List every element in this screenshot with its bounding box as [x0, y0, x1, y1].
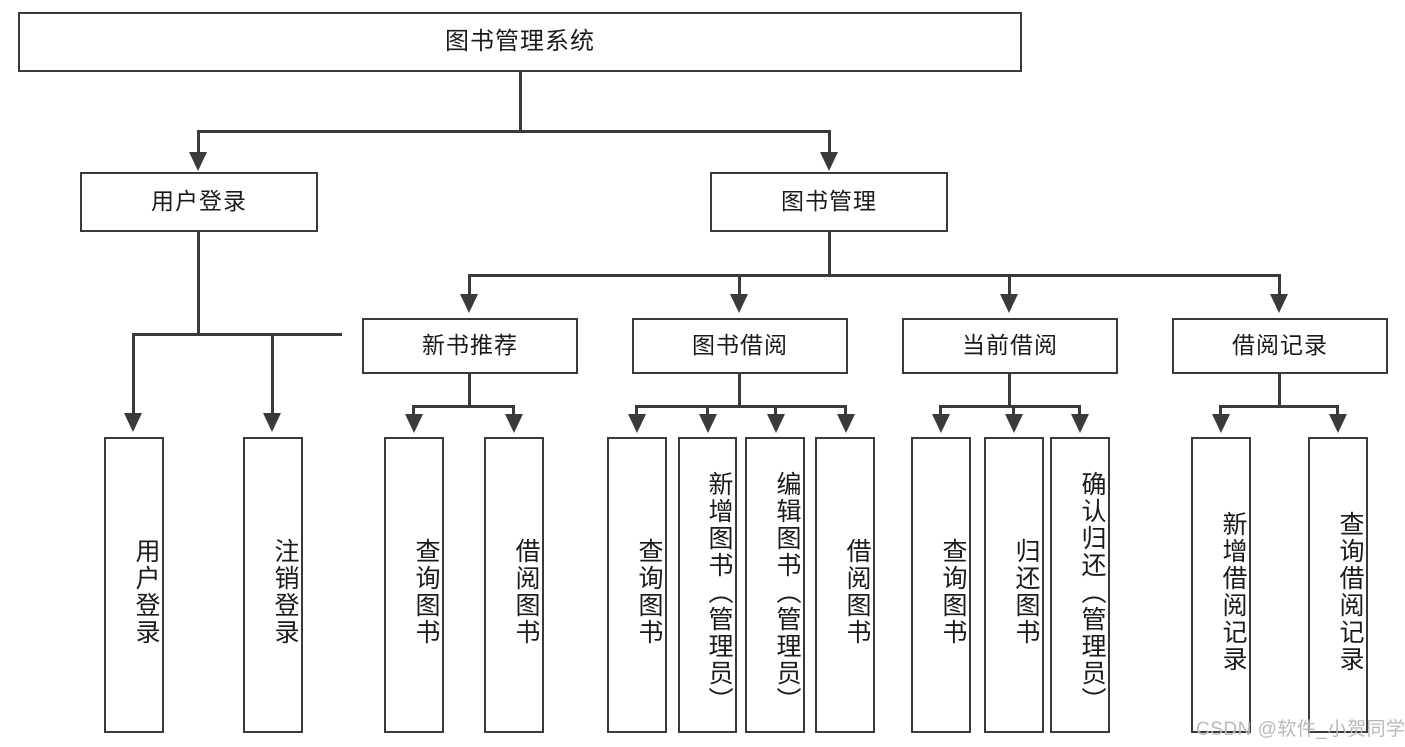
arrow-borrow-leaf-3	[767, 414, 785, 433]
node-leaf-query-book-borrow[interactable]: 查询图书	[607, 437, 667, 733]
node-book-borrow[interactable]: 图书借阅	[632, 318, 848, 374]
node-new-book-recommend[interactable]: 新书推荐	[362, 318, 578, 374]
edge-book-mgmt-drop-4	[1278, 274, 1281, 296]
edge-newbook-bus	[412, 405, 514, 408]
node-user-login[interactable]: 用户登录	[80, 172, 318, 232]
node-leaf-borrow-book-newbook[interactable]: 借阅图书	[484, 437, 544, 733]
arrow-book-mgmt-to-newbook	[460, 294, 478, 313]
arrow-book-mgmt-to-records	[1270, 294, 1288, 313]
node-label: 确认归还（管理员）	[1078, 470, 1106, 714]
edge-newbook-stem	[468, 374, 471, 407]
node-label: 新书推荐	[422, 332, 518, 359]
node-leaf-return-book[interactable]: 归还图书	[984, 437, 1044, 733]
arrow-borrow-leaf-4	[837, 414, 855, 433]
node-root-system[interactable]: 图书管理系统	[18, 12, 1022, 72]
node-label: 查询图书	[635, 538, 663, 646]
edge-book-mgmt-bus	[468, 274, 1280, 277]
edge-current-bus	[939, 405, 1081, 408]
edge-root-bus	[197, 130, 831, 133]
node-label: 图书管理	[781, 188, 877, 215]
arrow-root-to-book-mgmt	[820, 152, 838, 171]
edge-user-login-drop-2	[271, 333, 274, 415]
node-book-management[interactable]: 图书管理	[710, 172, 948, 232]
node-label: 当前借阅	[962, 332, 1058, 359]
edge-records-drop-2	[1336, 405, 1339, 417]
edge-book-mgmt-stem	[828, 232, 831, 276]
edge-book-mgmt-drop-3	[1008, 274, 1011, 296]
node-label: 图书借阅	[692, 332, 788, 359]
node-label: 借阅记录	[1232, 332, 1328, 359]
edge-current-stem	[1008, 374, 1011, 407]
arrow-root-to-user-login	[189, 152, 207, 171]
arrow-records-leaf-2	[1329, 414, 1347, 433]
edge-borrow-drop-2	[706, 405, 709, 417]
node-leaf-query-book-current[interactable]: 查询图书	[911, 437, 971, 733]
edge-records-drop-1	[1219, 405, 1222, 417]
arrow-user-login-leaf-1	[124, 413, 142, 432]
node-leaf-user-login[interactable]: 用户登录	[104, 437, 164, 733]
edge-newbook-drop-2	[512, 405, 515, 417]
edge-borrow-drop-4	[844, 405, 847, 417]
edge-newbook-drop-1	[412, 405, 415, 417]
node-label: 查询图书	[412, 538, 440, 646]
arrow-current-leaf-2	[1005, 414, 1023, 433]
node-label: 新增图书（管理员）	[705, 470, 733, 714]
node-label: 查询图书	[939, 538, 967, 646]
node-leaf-borrow-book[interactable]: 借阅图书	[815, 437, 875, 733]
node-leaf-logout[interactable]: 注销登录	[243, 437, 303, 733]
node-label: 新增借阅记录	[1219, 511, 1247, 673]
edge-book-mgmt-drop-2	[738, 274, 741, 296]
arrow-current-leaf-3	[1071, 414, 1089, 433]
edge-records-stem	[1278, 374, 1281, 407]
edge-borrow-stem	[738, 374, 741, 407]
edge-borrow-bus	[635, 405, 847, 408]
edge-root-to-book-mgmt	[828, 130, 831, 154]
node-label: 注销登录	[271, 538, 299, 646]
edge-borrow-drop-3	[774, 405, 777, 417]
edge-book-mgmt-drop-1	[468, 274, 471, 296]
node-leaf-confirm-return-admin[interactable]: 确认归还（管理员）	[1050, 437, 1110, 733]
node-leaf-query-book-newbook[interactable]: 查询图书	[384, 437, 444, 733]
node-leaf-query-borrow-record[interactable]: 查询借阅记录	[1308, 437, 1368, 733]
node-label: 借阅图书	[843, 538, 871, 646]
arrow-newbook-leaf-2	[505, 414, 523, 433]
arrow-book-mgmt-to-borrow	[730, 294, 748, 313]
edge-root-to-user-login	[197, 130, 200, 154]
arrow-current-leaf-1	[932, 414, 950, 433]
node-label: 用户登录	[132, 538, 160, 646]
node-label: 图书管理系统	[445, 27, 595, 55]
node-leaf-add-borrow-record[interactable]: 新增借阅记录	[1191, 437, 1251, 733]
arrow-book-mgmt-to-current	[1000, 294, 1018, 313]
edge-current-drop-3	[1078, 405, 1081, 417]
edge-borrow-drop-1	[635, 405, 638, 417]
arrow-user-login-leaf-2	[263, 413, 281, 432]
arrow-newbook-leaf-1	[405, 414, 423, 433]
node-label: 编辑图书（管理员）	[773, 470, 801, 714]
edge-current-drop-1	[939, 405, 942, 417]
edge-current-drop-2	[1012, 405, 1015, 417]
arrow-borrow-leaf-1	[628, 414, 646, 433]
arrow-records-leaf-1	[1212, 414, 1230, 433]
node-borrow-records[interactable]: 借阅记录	[1172, 318, 1388, 374]
arrow-borrow-leaf-2	[699, 414, 717, 433]
node-label: 归还图书	[1012, 538, 1040, 646]
edge-user-login-stem	[197, 232, 200, 336]
node-label: 查询借阅记录	[1336, 511, 1364, 673]
edge-user-login-bus	[132, 333, 342, 336]
edge-user-login-drop-1	[132, 333, 135, 415]
node-leaf-edit-book-admin[interactable]: 编辑图书（管理员）	[745, 437, 805, 733]
node-current-borrow[interactable]: 当前借阅	[902, 318, 1118, 374]
edge-root-stem	[519, 72, 522, 132]
node-leaf-add-book-admin[interactable]: 新增图书（管理员）	[678, 437, 737, 733]
node-label: 用户登录	[151, 188, 247, 215]
node-label: 借阅图书	[512, 538, 540, 646]
edge-records-bus	[1219, 405, 1339, 408]
csdn-watermark: CSDN @软件_小贺同学	[1196, 719, 1405, 740]
